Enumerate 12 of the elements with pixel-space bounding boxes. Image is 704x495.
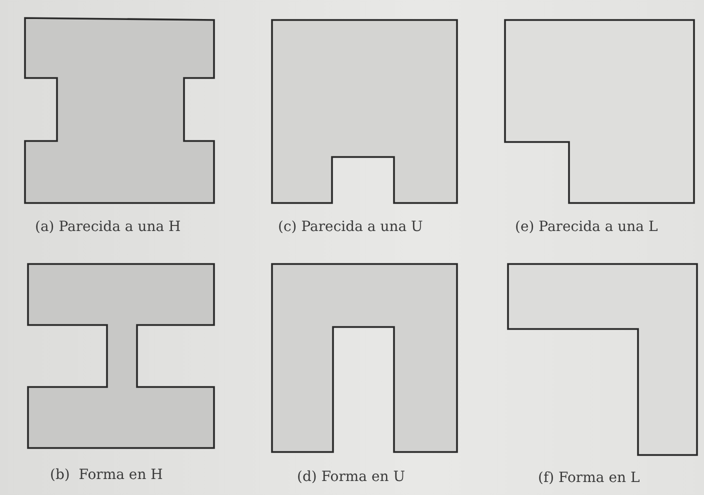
figure-caption: (d) Forma en U — [297, 469, 406, 485]
u-like-shape — [271, 19, 458, 204]
h-shape — [27, 263, 215, 449]
figure-caption: (b) Forma en H — [50, 467, 163, 483]
figure-caption: (f) Forma en L — [538, 470, 640, 486]
l-shape — [507, 263, 698, 456]
figure-caption: (a) Parecida a una H — [35, 219, 181, 235]
figure-caption: (c) Parecida a una U — [278, 219, 423, 235]
figure-caption: (e) Parecida a una L — [515, 219, 658, 235]
u-shape — [271, 263, 458, 453]
h-like-shape — [24, 17, 215, 204]
l-like-shape — [504, 19, 695, 204]
